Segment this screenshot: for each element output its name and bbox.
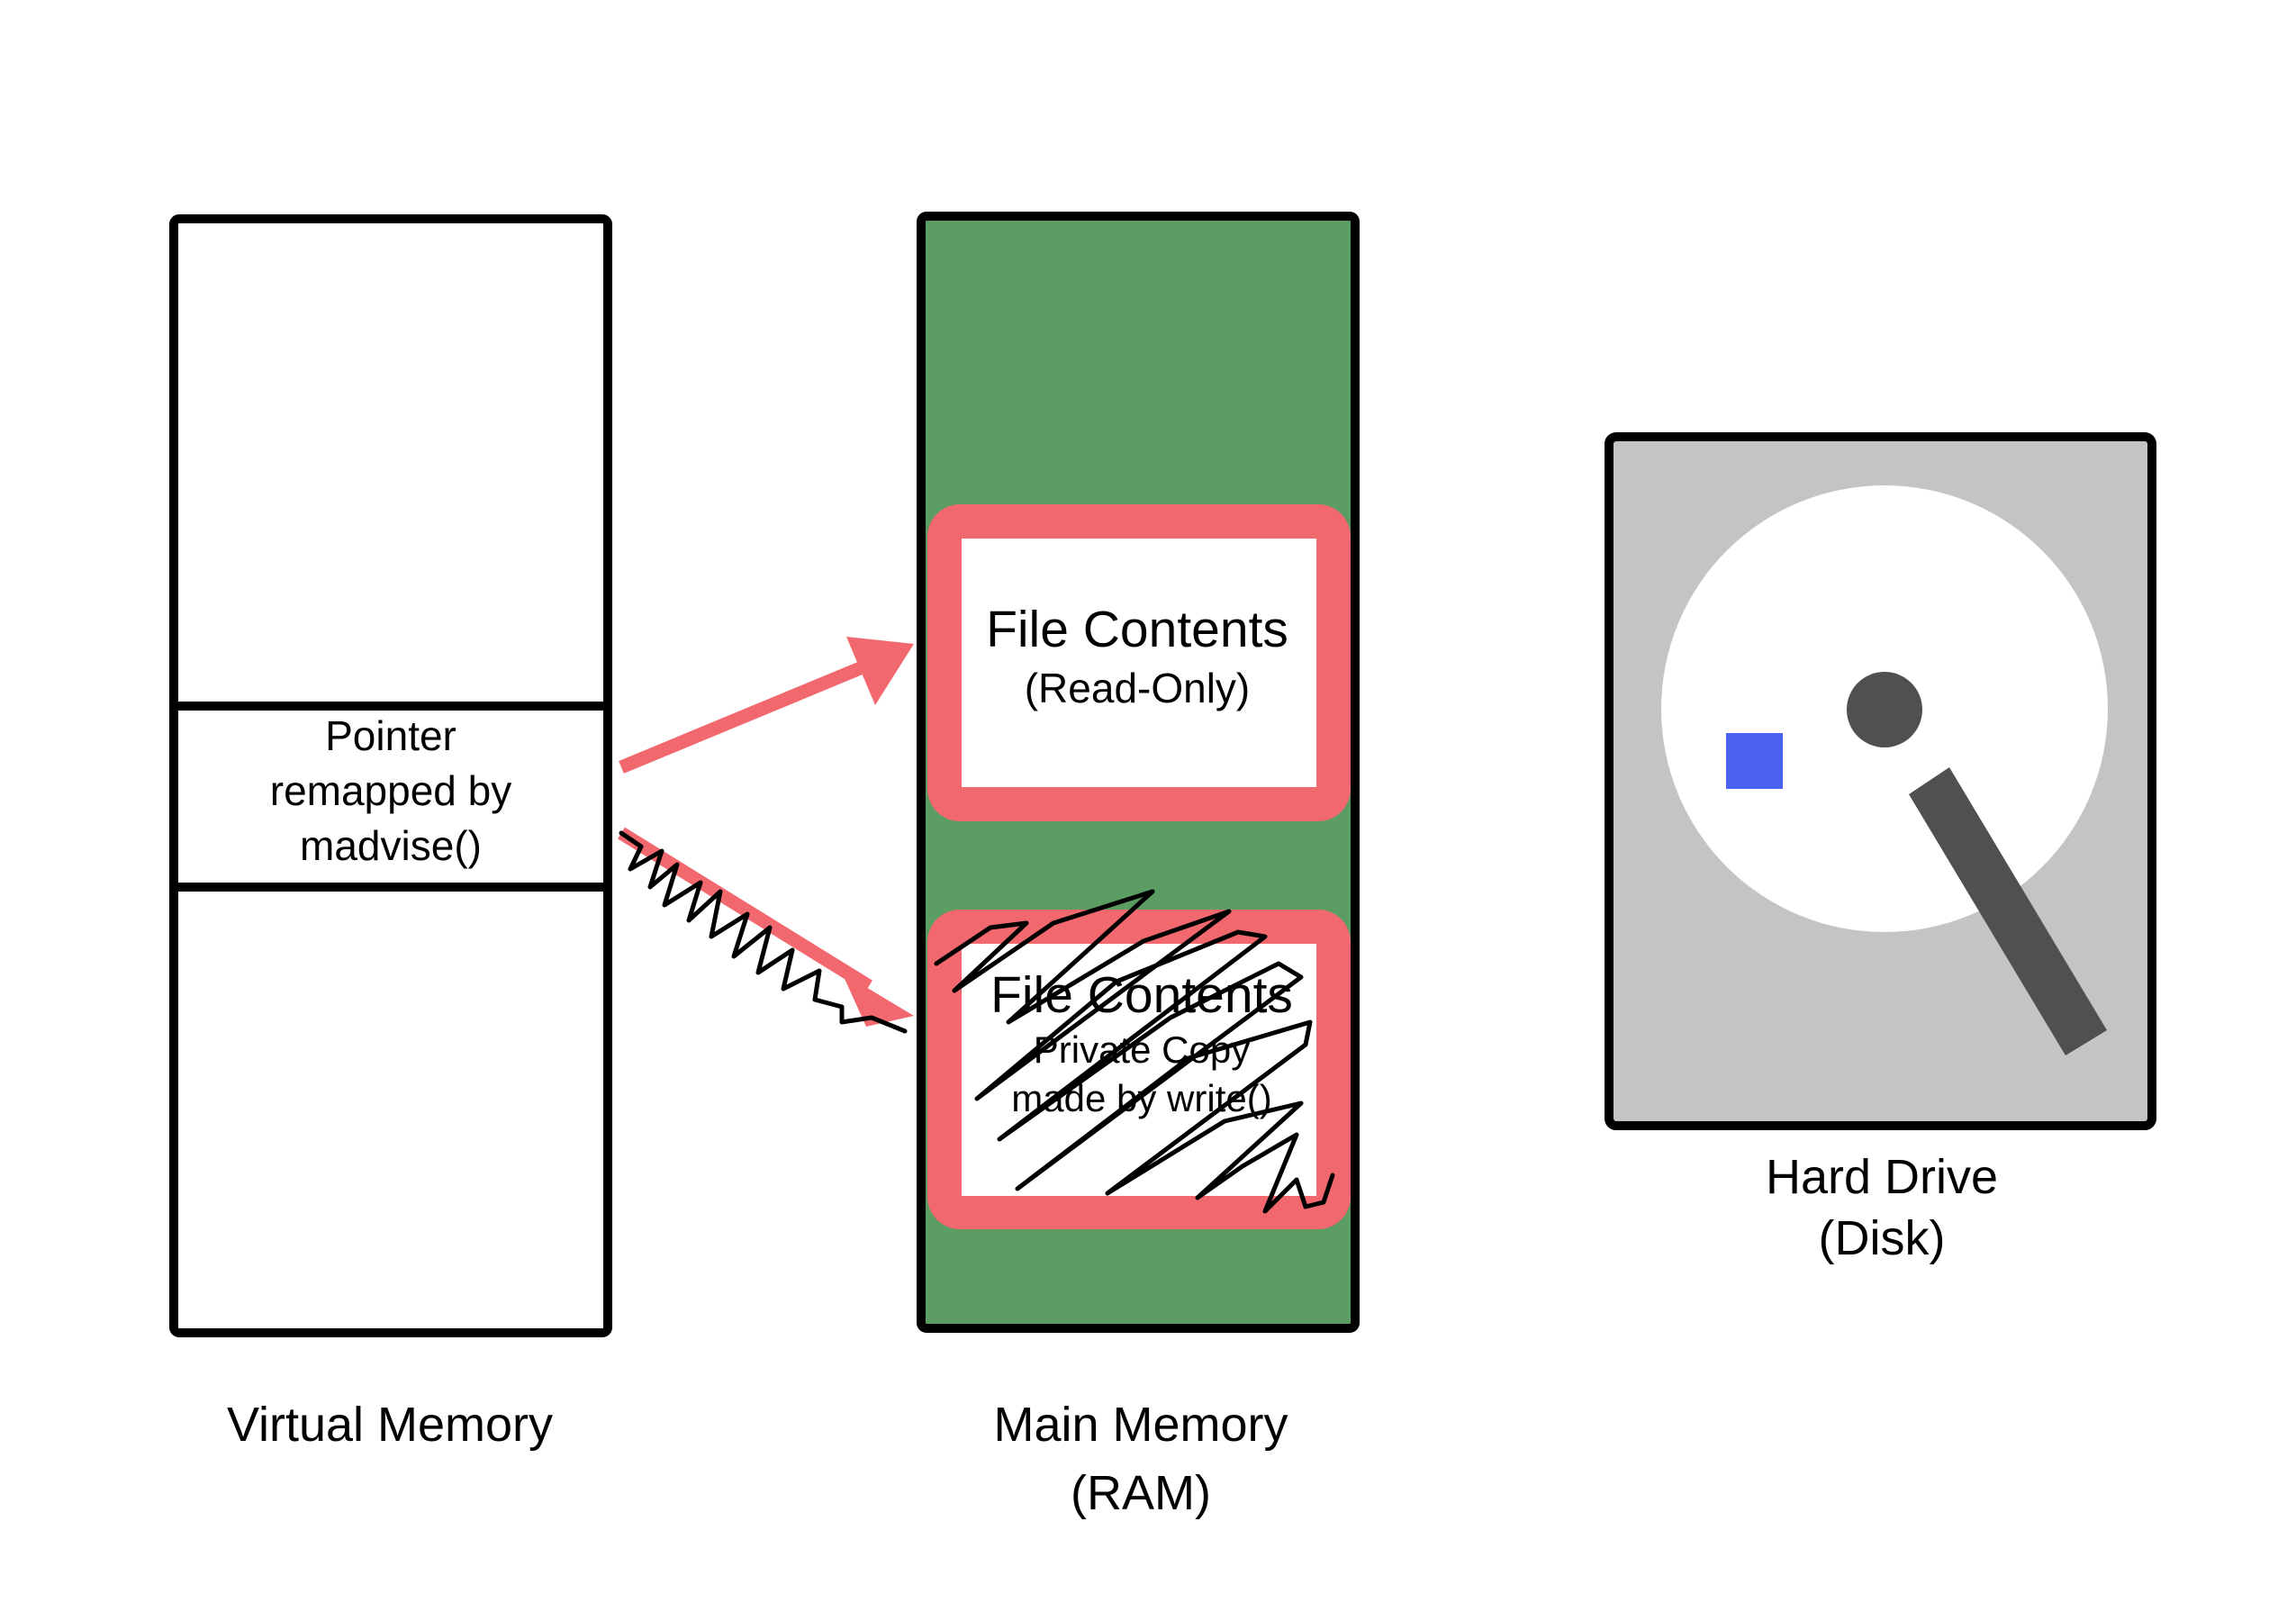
spindle-icon — [1847, 672, 1922, 747]
solid-arrow-head — [846, 637, 914, 705]
hard-drive-block: Hard Drive (Disk) — [1604, 432, 2156, 1265]
read-only-page-subtitle: (Read-Only) — [1025, 665, 1251, 711]
main-memory-block: File Contents (Read-Only) File Contents … — [917, 212, 1360, 1520]
read-only-page-body — [962, 539, 1316, 787]
read-only-page-title: File Contents — [986, 601, 1288, 658]
solid-arrow-shaft — [619, 658, 872, 774]
read-arm-icon — [1909, 767, 2107, 1055]
main-memory-label-line-1: Main Memory — [993, 1398, 1288, 1452]
solid-arrow — [619, 637, 914, 774]
sector-icon — [1726, 733, 1783, 789]
hard-drive-label-line-2: (Disk) — [1819, 1211, 1946, 1265]
scribbled-arrow-scribble — [619, 830, 908, 1034]
scribbled-arrow-shaft — [618, 827, 872, 992]
hard-drive-label-line-1: Hard Drive — [1766, 1150, 1998, 1204]
virtual-memory-block: Pointer remapped by madvise() Virtual Me… — [169, 214, 612, 1452]
read-only-page: File Contents (Read-Only) — [927, 504, 1351, 821]
scribbled-arrow — [618, 827, 914, 1034]
private-copy-page: File Contents Private Copy made by write… — [927, 889, 1351, 1229]
scribbled-arrow-head — [842, 973, 914, 1027]
private-copy-page-body — [962, 944, 1316, 1196]
virtual-memory-label: Virtual Memory — [227, 1398, 553, 1452]
pointer-region — [169, 702, 612, 892]
pointer-label-line-1: Pointer — [325, 712, 456, 759]
pointer-label-line-3: madvise() — [300, 822, 482, 869]
pointer-label-line-2: remapped by — [270, 767, 512, 814]
private-copy-scribble — [934, 889, 1335, 1214]
main-memory-label-line-2: (RAM) — [1071, 1466, 1211, 1520]
